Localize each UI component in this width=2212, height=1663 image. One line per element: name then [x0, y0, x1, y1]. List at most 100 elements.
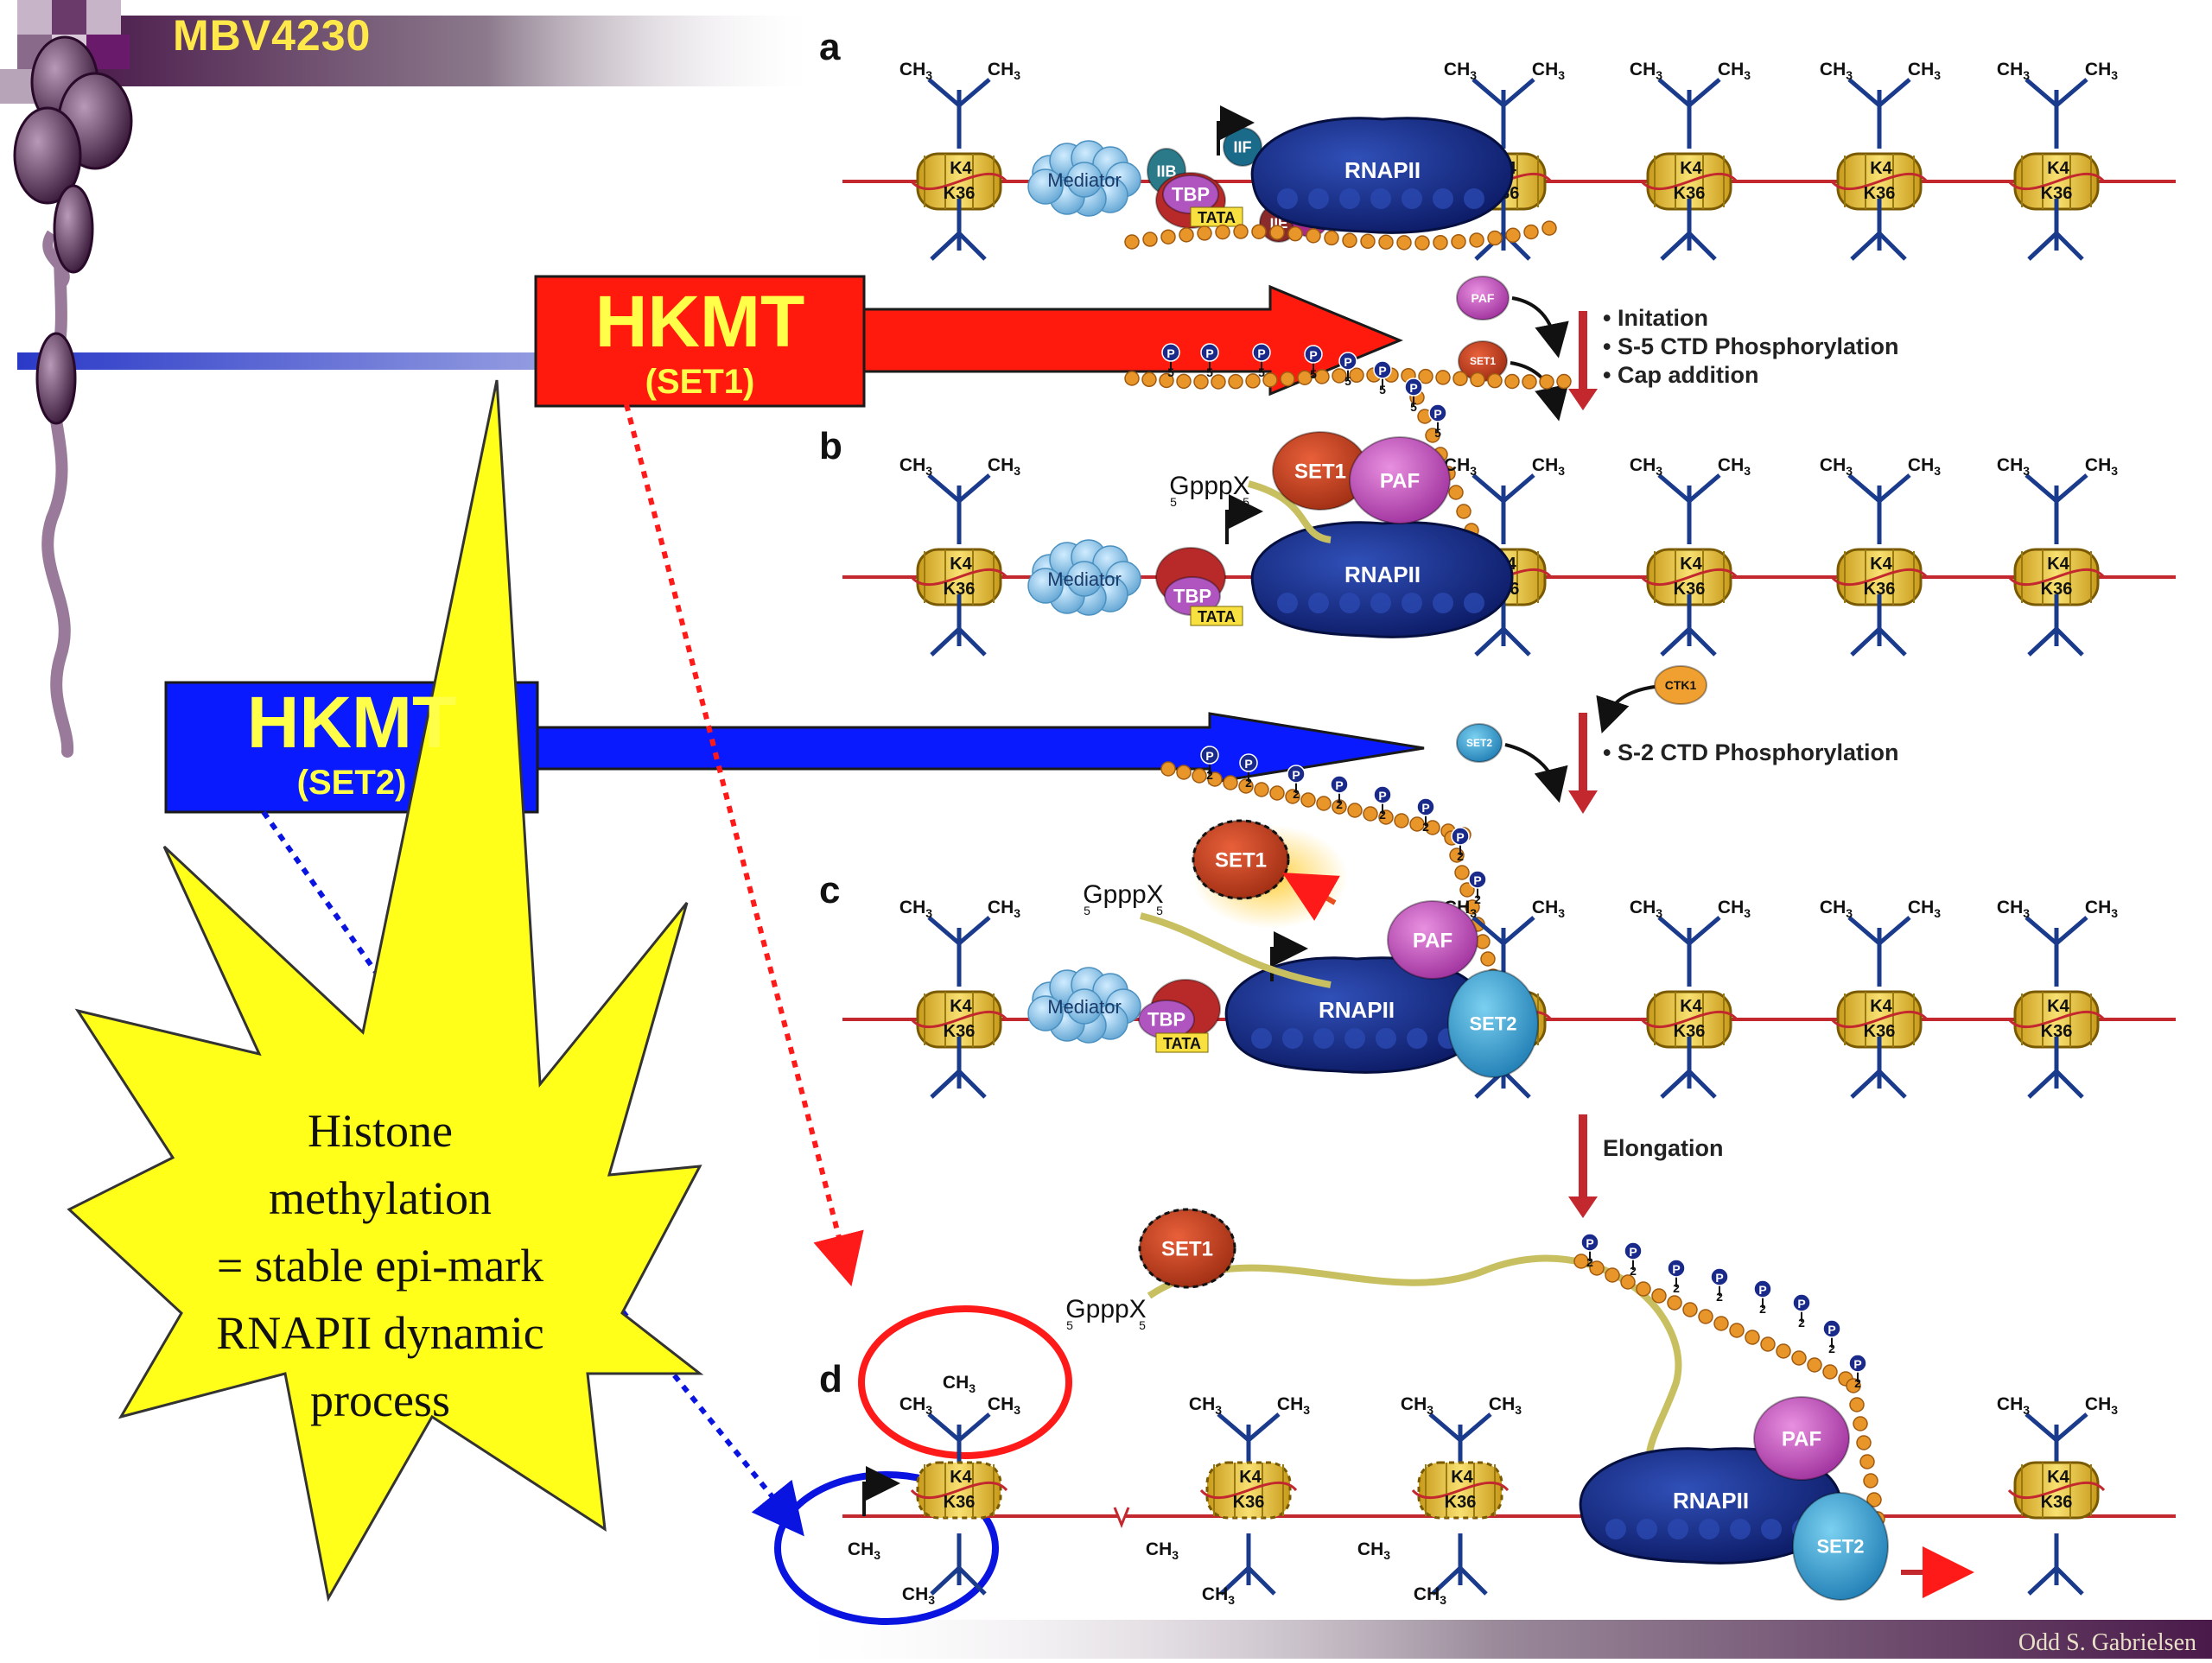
phospho-label: P [1292, 768, 1300, 782]
ch3-text: CH3 [1146, 1539, 1179, 1562]
ch3-text: CH3 [1908, 60, 1941, 82]
panel-letter-c: c [819, 869, 841, 911]
phospho-group [1161, 343, 1180, 362]
ch3-subscript: 3 [1558, 464, 1565, 478]
ctd-bead [1573, 1254, 1589, 1269]
tbp-label: TBP [1173, 586, 1211, 607]
rnapii-lobe [1402, 188, 1422, 209]
ctd-bead [1287, 225, 1303, 242]
mediator-label: Mediator [1047, 996, 1122, 1018]
phospho-group [1200, 746, 1219, 765]
ch3-label: CH3 [1820, 455, 1853, 478]
ch3-text: CH3 [1997, 1394, 2030, 1417]
ctd-bead [1233, 224, 1249, 239]
ctd-bead [1556, 373, 1572, 390]
ctd-bead [1713, 1316, 1729, 1331]
ctd-bead [1324, 230, 1339, 246]
tata-box [1155, 1032, 1209, 1053]
ch3-label: CH3 [1532, 455, 1565, 478]
course-code: MBV4230 [173, 11, 372, 60]
ch3-text: CH3 [1820, 60, 1853, 82]
serine-label: 5 [1434, 426, 1441, 440]
ctd-bead [1228, 373, 1243, 390]
iif-factor-label: IIF [1234, 138, 1252, 156]
ctd-bead [1176, 765, 1192, 780]
ch3-label: CH3 [1401, 1394, 1433, 1417]
ch3-subscript: 3 [1934, 464, 1941, 478]
histone-stripes [1844, 992, 1915, 1047]
ch3-text: CH3 [1401, 1394, 1433, 1417]
methyl-mark-k4 [1657, 473, 1721, 544]
k36-tail [930, 1037, 987, 1099]
ch3-subscript: 3 [2023, 1403, 2030, 1417]
k4-label: K4 [1239, 1468, 1262, 1487]
rnapii-lobe [1339, 593, 1360, 613]
recruit-arrow [1511, 296, 1569, 359]
dna-break-icon [1113, 1507, 1130, 1529]
dna-wrap [1830, 172, 1929, 191]
hkmt-set1-title: HKMT [594, 281, 805, 362]
ctd-bead [1448, 485, 1464, 500]
set1-enzyme-label: SET1 [1294, 460, 1346, 483]
ctd-bead [1698, 1309, 1713, 1324]
k36-label: K36 [2041, 184, 2073, 203]
k36-label: K36 [1674, 580, 1706, 599]
ch3-label: CH3 [1908, 60, 1941, 82]
ch3-label: CH3 [1908, 898, 1941, 920]
ch3-text: CH3 [1718, 898, 1751, 920]
k4-label: K4 [2047, 159, 2069, 178]
histone-stripes [2021, 992, 2092, 1047]
phospho-group [1822, 1319, 1841, 1338]
mrna-transcript [1140, 912, 1332, 988]
ctd-bead [1456, 504, 1471, 519]
set2-enzyme: SET2 [1792, 1492, 1889, 1601]
ch3-label: CH3 [1444, 60, 1477, 82]
ctd-bead [1807, 1357, 1822, 1373]
panel-letter-d: d [819, 1358, 842, 1400]
ctd-bead [1238, 778, 1254, 794]
rnapii-lobe [1313, 1028, 1334, 1049]
ctd-bead [1418, 368, 1433, 384]
ch3-label: CH3 [899, 455, 932, 478]
histone-stripes [924, 549, 995, 605]
k4-label: K4 [1680, 555, 1702, 574]
ch3-label: CH3 [1997, 898, 2030, 920]
tbp-label: TBP [1147, 1009, 1185, 1031]
ch3-subscript: 3 [1470, 68, 1477, 82]
ch3-subscript: 3 [1014, 68, 1020, 82]
ctd-bead [1262, 372, 1278, 388]
dna-wrap [910, 1010, 1008, 1029]
phospho-label: P [1758, 1283, 1766, 1297]
paf-complex: PAF [1387, 900, 1478, 980]
phospho-group [1404, 378, 1423, 397]
phospho-group [1416, 797, 1435, 816]
cap-5prime: 5 [1243, 495, 1249, 509]
ch3-subscript: 3 [1846, 906, 1853, 920]
ch3-text: CH3 [988, 898, 1020, 920]
set1-enzyme: SET1 [1272, 431, 1369, 511]
author-credit: Odd S. Gabrielsen [2018, 1629, 2196, 1656]
ctd-bead [1745, 1330, 1760, 1345]
hkmt-set1-box: HKMT (SET1) [536, 276, 864, 406]
ch3-label: CH3 [1820, 898, 1853, 920]
histone-stripes [924, 1463, 995, 1518]
ctd-bead [1349, 367, 1364, 384]
phospho-label: P [1309, 348, 1317, 362]
rnapii-lobe [1277, 593, 1298, 613]
ctd-bead [1849, 1397, 1865, 1412]
ch3-subscript: 3 [1215, 1403, 1222, 1417]
ch3-label: CH3 [1189, 1394, 1222, 1417]
step-item: • Cap addition [1603, 362, 1759, 388]
set1-free: SET1 [1139, 1209, 1236, 1288]
ctd-bead [1425, 428, 1440, 443]
serine-label: 2 [1716, 1290, 1723, 1304]
rnapii-label: RNAPII [1344, 562, 1421, 587]
ch3-subscript: 3 [1014, 906, 1020, 920]
ch3-text: CH3 [1444, 60, 1477, 82]
ch3-subscript: 3 [1656, 464, 1662, 478]
rnapii-complex: RNAPII [1224, 956, 1488, 1074]
rnapii-lobe [1344, 1028, 1365, 1049]
ch3-text: CH3 [988, 60, 1020, 82]
